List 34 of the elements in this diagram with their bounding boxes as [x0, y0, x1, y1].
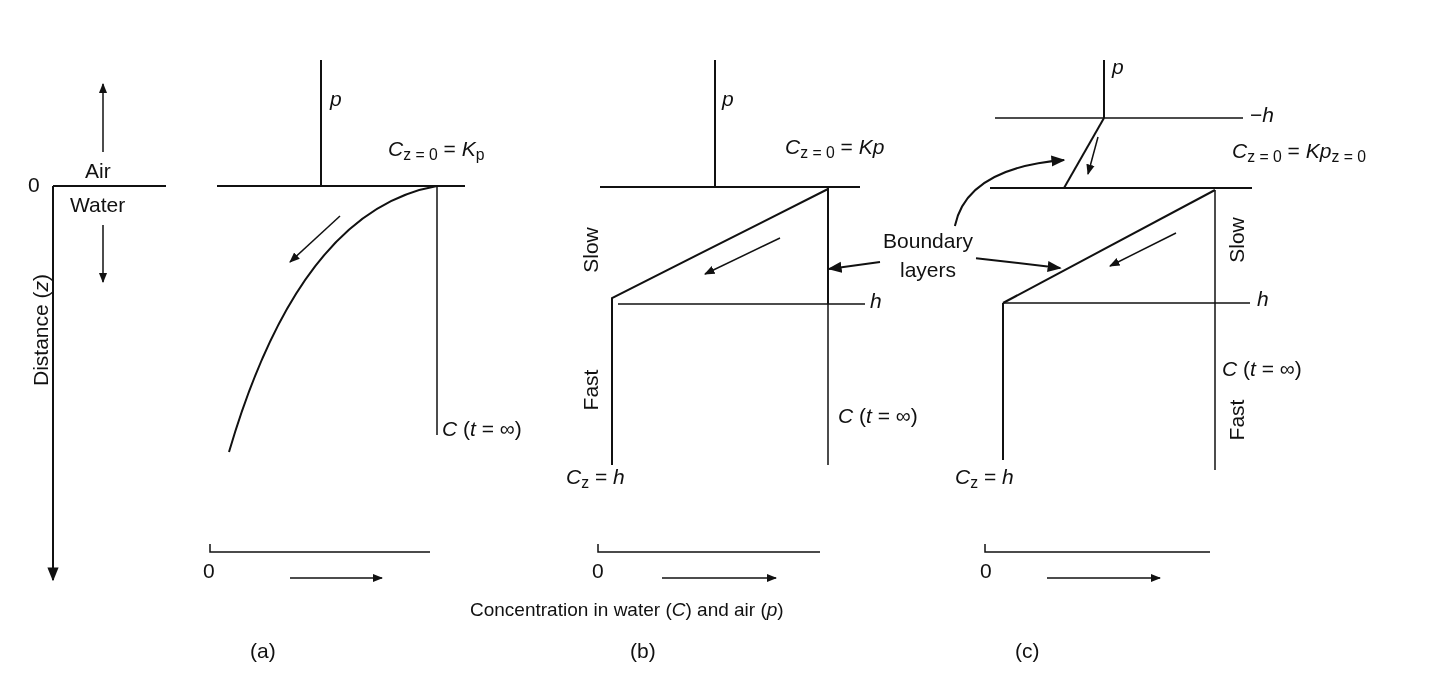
axis-label: Slow — [579, 227, 601, 273]
math-label: C (t = ∞) — [838, 405, 918, 426]
math-label: p — [1112, 56, 1124, 77]
math-label: 0 — [28, 174, 40, 195]
math-label: h — [870, 290, 882, 311]
math-label: h — [1257, 288, 1269, 309]
math-label: Air — [85, 160, 111, 181]
math-label: 0 — [592, 560, 604, 581]
math-label: −h — [1250, 104, 1274, 125]
math-label: C (t = ∞) — [442, 418, 522, 439]
math-label: Water — [70, 194, 126, 215]
math-label: C$_{z = 0}$ = Kp$_{z = 0}$ — [1232, 140, 1366, 161]
profile-line — [1063, 117, 1105, 189]
math-label: C$_{z}$ = h — [566, 466, 625, 487]
axis-label: Distance (z) — [29, 274, 51, 386]
math-label: (b) — [630, 640, 656, 661]
leader-arrow — [827, 260, 881, 273]
axis-label: Slow — [1225, 217, 1247, 263]
math-label: C (t = ∞) — [1222, 358, 1302, 379]
math-label: C$_{z}$ = h — [955, 466, 1014, 487]
leader-arrow — [975, 257, 1062, 273]
math-label: (c) — [1015, 640, 1040, 661]
math-label: 0 — [203, 560, 215, 581]
math-label: 0 — [980, 560, 992, 581]
math-label: (a) — [250, 640, 276, 661]
profile-line — [1002, 189, 1216, 304]
axis-label: Fast — [1225, 399, 1247, 441]
leader-arrow — [953, 155, 1066, 227]
profile-line — [827, 186, 829, 305]
axis-label: Fast — [579, 369, 601, 411]
math-label: p — [330, 88, 342, 109]
math-label: C$_{z = 0}$ = Kp — [785, 136, 885, 157]
axis-caption: Concentration in water (C) and air (p) — [470, 598, 784, 622]
math-label: p — [722, 88, 734, 109]
